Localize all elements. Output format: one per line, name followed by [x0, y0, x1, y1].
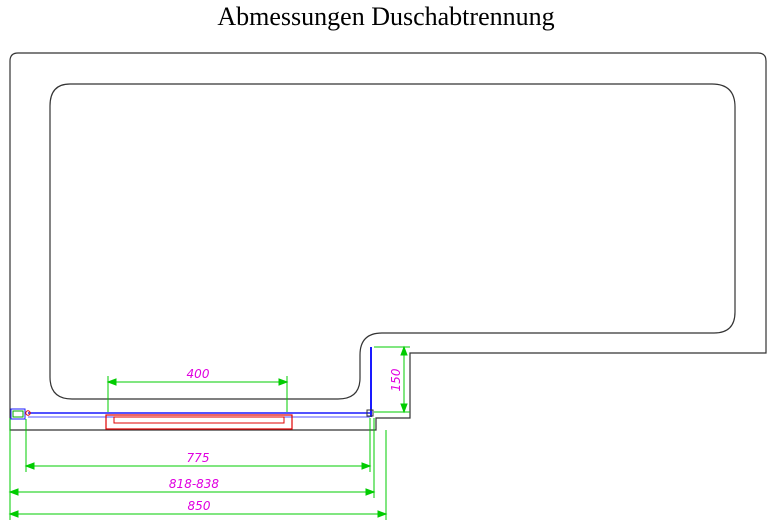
dimension-400-label: 400 — [187, 367, 210, 381]
return-corner-joint — [366, 409, 374, 417]
fixed-panel-outer — [105, 414, 293, 430]
wall-profile-inner — [12, 410, 24, 418]
wall-profile — [10, 408, 26, 420]
dimension-850-label: 850 — [188, 499, 211, 513]
bathtub-inner-basin — [49, 83, 736, 400]
dimension-150 — [374, 345, 410, 414]
dimension-775-label: 775 — [187, 451, 210, 465]
dimension-775 — [24, 462, 372, 470]
dimension-150-label: 150 — [389, 368, 403, 391]
drawing-title: Abmessungen Duschabtrennung — [217, 2, 555, 31]
bathtub-outer-outline — [9, 52, 767, 431]
hinge-point — [25, 410, 31, 416]
fixed-panel-inner — [113, 416, 285, 424]
dimension-extension-lines — [9, 418, 387, 520]
dimension-818-838 — [8, 488, 376, 496]
dimension-400 — [106, 376, 289, 412]
dimension-850 — [8, 510, 388, 518]
dimension-818-838-label: 818-838 — [169, 477, 220, 491]
